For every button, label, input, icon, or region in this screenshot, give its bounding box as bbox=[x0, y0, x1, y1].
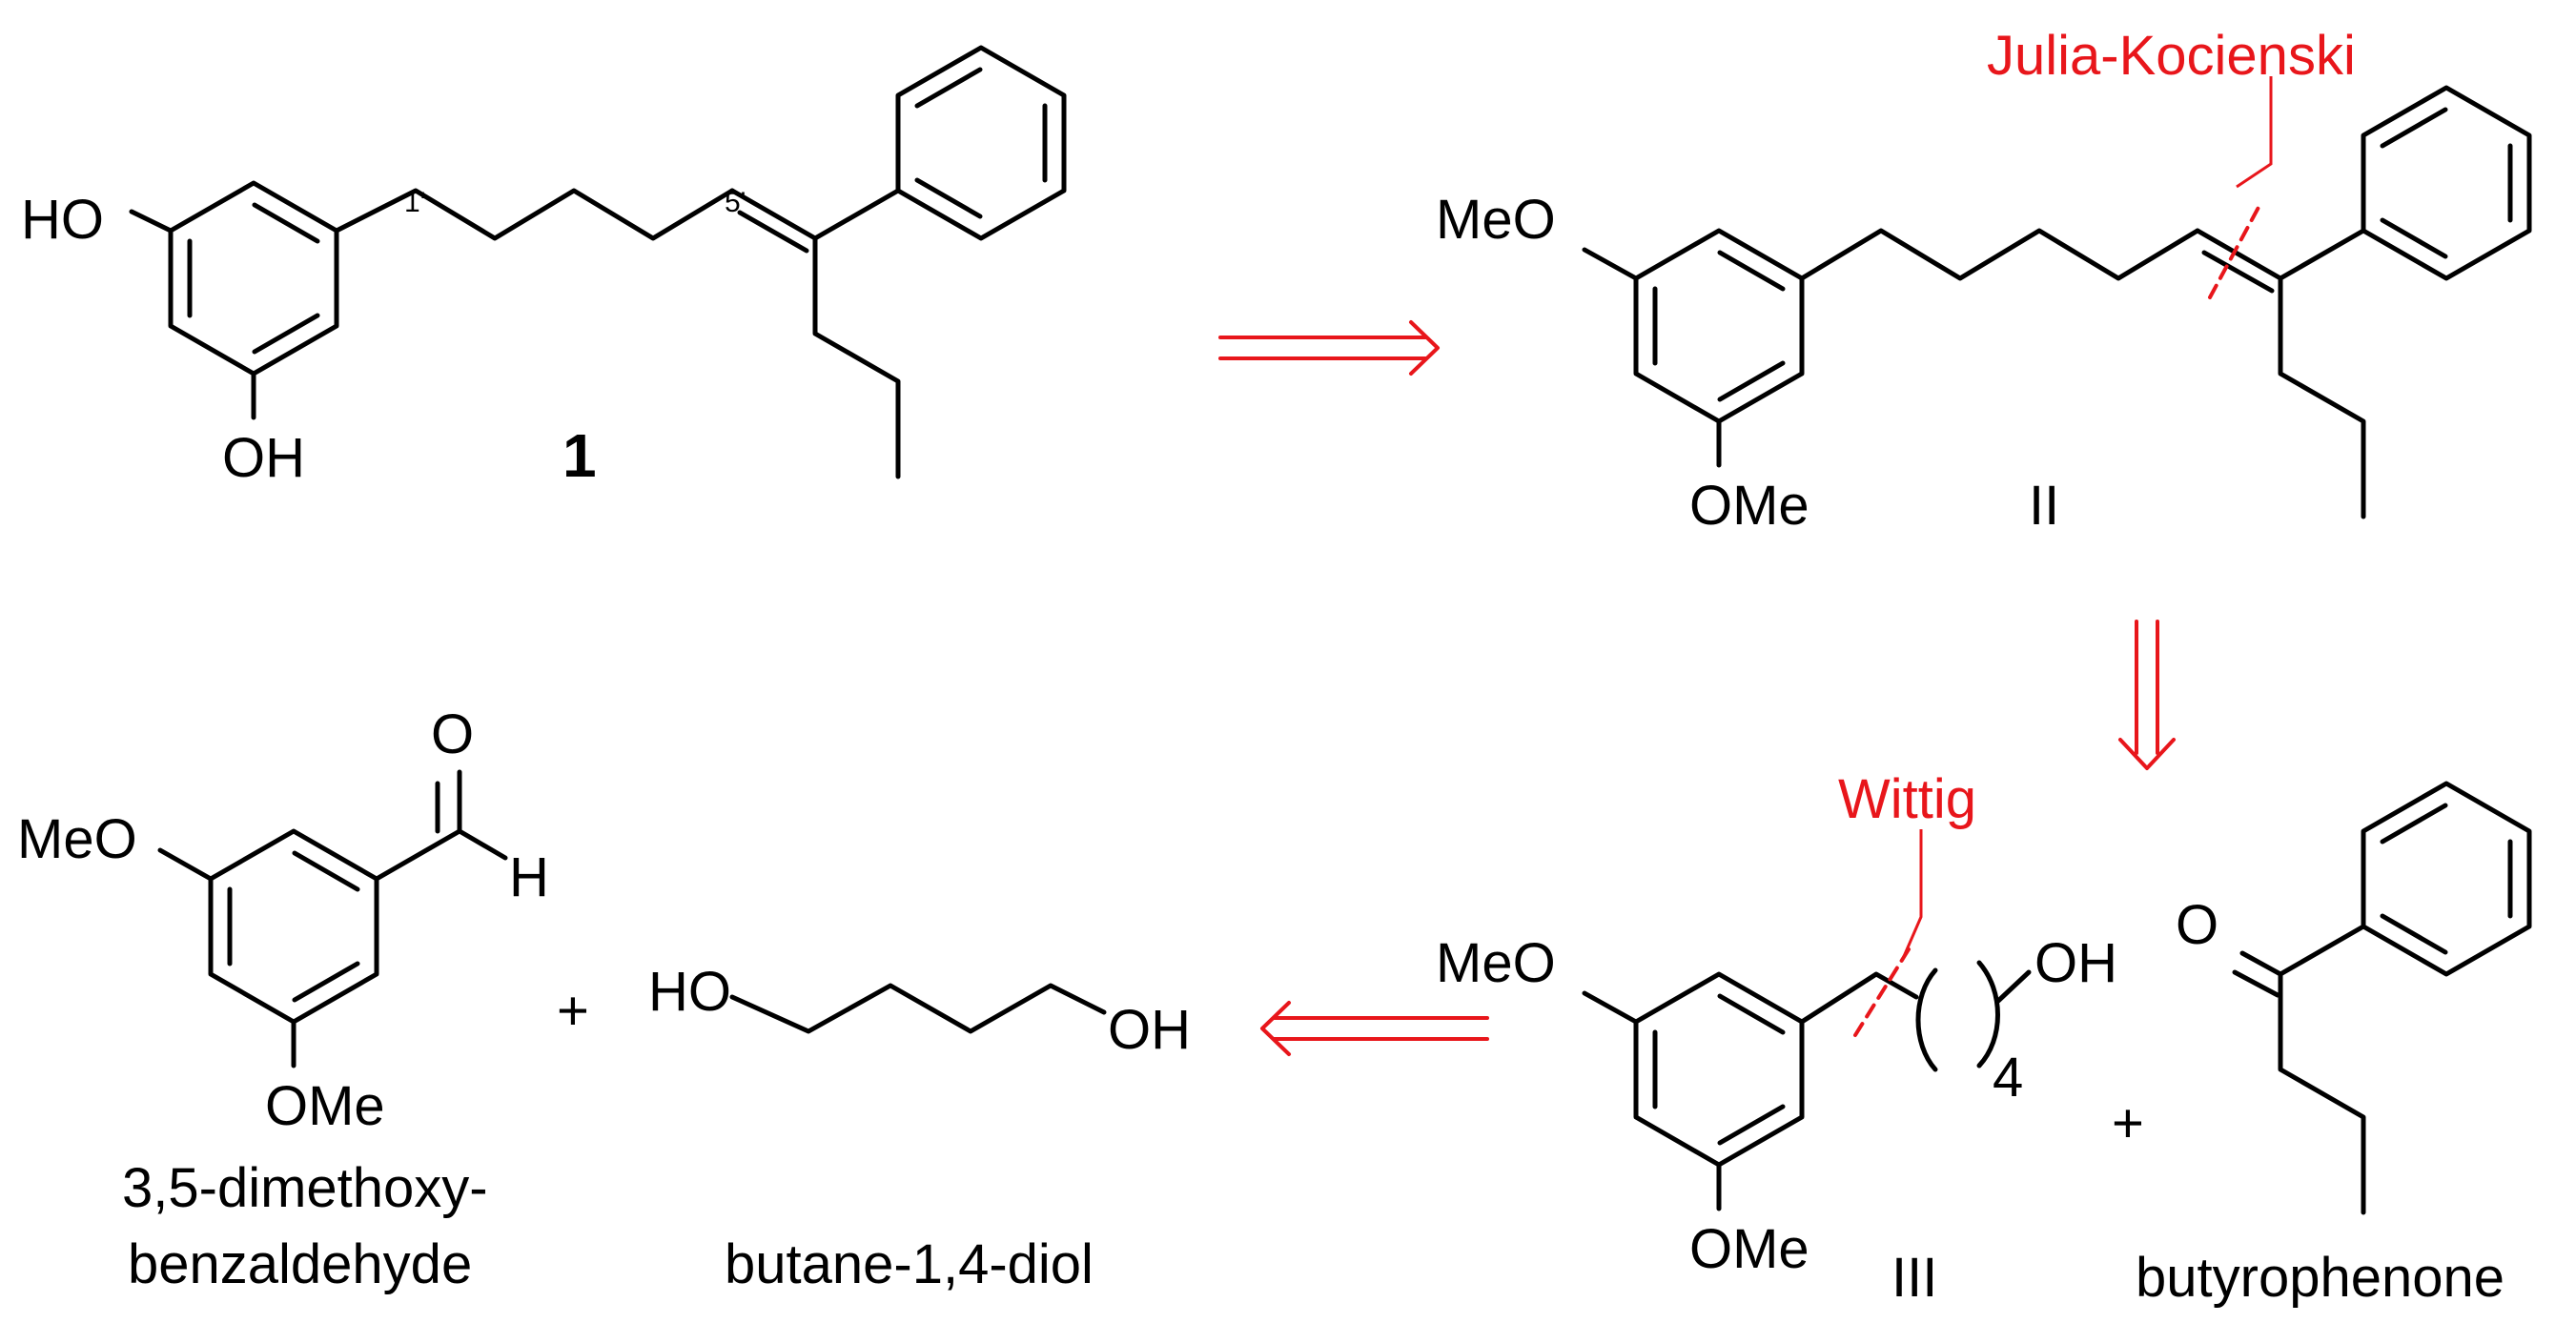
butyrophenone-name: butyrophenone bbox=[2136, 1247, 2504, 1309]
intermediate-ii bbox=[1582, 85, 2532, 519]
compound-1-ring-inner-bonds bbox=[187, 202, 320, 355]
wittig-label: Wittig bbox=[1838, 768, 1976, 830]
iii-substituent-bonds bbox=[1582, 990, 1722, 1211]
ii-ome-label: OMe bbox=[1689, 475, 1809, 537]
retro-arrow-left bbox=[1260, 1001, 1489, 1056]
aldehyde-carbonyl bbox=[435, 769, 462, 834]
aldehyde-hydrogen: H bbox=[509, 846, 549, 908]
diol-chain bbox=[729, 983, 1107, 1034]
aldehyde-meo-label: MeO bbox=[17, 808, 137, 870]
diol-oh-label: OH bbox=[1108, 999, 1191, 1061]
compound-1-phenyl-ring bbox=[895, 45, 1067, 241]
compound-1-alkyl-chain bbox=[334, 188, 735, 241]
compound-1-locant-5prime: 5' bbox=[725, 187, 746, 218]
aldehyde-name-line1: 3,5-dimethoxy- bbox=[122, 1157, 488, 1219]
compound-1-number: 1 bbox=[562, 421, 597, 490]
retro-arrow-right bbox=[1218, 320, 1440, 376]
aldehyde-substituent-bonds bbox=[157, 847, 296, 1069]
compound-1-alkene-bond bbox=[729, 188, 818, 254]
intermediate-iii bbox=[1582, 960, 2032, 1211]
iii-repeat-count: 4 bbox=[1993, 1047, 2023, 1109]
ii-ring-inner-bonds bbox=[1652, 250, 1786, 402]
ii-substituent-bonds bbox=[1582, 247, 1722, 468]
iii-meo-label: MeO bbox=[1436, 932, 1556, 994]
aldehyde bbox=[157, 769, 508, 1069]
compound-1-propyl-chain bbox=[812, 235, 901, 479]
iii-chain-end-bond bbox=[1995, 969, 2032, 1004]
aldehyde-oxygen: O bbox=[431, 703, 474, 765]
compound-1-phenyl-link bbox=[812, 188, 901, 241]
compound-1-phenyl-inner-bonds bbox=[914, 67, 1048, 219]
iii-chain-bond bbox=[1799, 971, 1919, 1025]
butyrophenone-phenyl-inner-bonds bbox=[2380, 803, 2513, 955]
ii-alkyl-chain bbox=[1799, 228, 2200, 281]
butyrophenone-carbonyl bbox=[2232, 950, 2283, 998]
butyrophenone bbox=[2232, 781, 2532, 1215]
aldehyde-name-line2: benzaldehyde bbox=[128, 1233, 472, 1295]
compound-1-oh-label: OH bbox=[222, 427, 305, 489]
ii-phenyl-link bbox=[2278, 228, 2366, 281]
iii-repeat-parenthesis-left bbox=[1915, 967, 1938, 1072]
wittig-leader-line bbox=[1900, 829, 1923, 962]
plus-sign-left: + bbox=[557, 980, 589, 1042]
butyrophenone-oxygen: O bbox=[2176, 894, 2218, 956]
diol bbox=[729, 983, 1107, 1034]
julia-kocienski-disconnection-mark bbox=[2208, 200, 2263, 299]
butyrophenone-chain bbox=[2278, 971, 2366, 1215]
aldehyde-ring bbox=[208, 828, 379, 1025]
iii-aryl-ring bbox=[1633, 971, 1805, 1168]
butyrophenone-phenyl-ring bbox=[2361, 781, 2532, 977]
aldehyde-ome-label: OMe bbox=[265, 1075, 385, 1137]
aldehyde-ring-inner-bonds bbox=[227, 850, 360, 1003]
ii-aryl-ring bbox=[1633, 228, 1805, 424]
ii-propyl-chain bbox=[2278, 275, 2366, 519]
compound-1-ho-label: HO bbox=[21, 189, 104, 251]
ii-meo-label: MeO bbox=[1436, 189, 1556, 251]
julia-kocienski-leader-line bbox=[2236, 76, 2273, 189]
compound-1-locant-1prime: 1' bbox=[404, 187, 425, 218]
ii-phenyl-inner-bonds bbox=[2380, 107, 2513, 259]
iii-number: III bbox=[1891, 1247, 1937, 1309]
plus-sign-right: + bbox=[2112, 1092, 2144, 1154]
ii-phenyl-ring bbox=[2361, 85, 2532, 281]
julia-kocienski-label: Julia-Kocienski bbox=[1987, 25, 2356, 87]
iii-repeat-parenthesis-right bbox=[1976, 960, 2000, 1069]
butyrophenone-phenyl-link bbox=[2278, 924, 2366, 977]
iii-ring-inner-bonds bbox=[1652, 993, 1786, 1146]
iii-ome-label: OMe bbox=[1689, 1218, 1809, 1280]
ii-number: II bbox=[2029, 475, 2059, 537]
retro-arrow-down bbox=[2118, 620, 2176, 770]
aldehyde-formyl-bond bbox=[374, 828, 508, 882]
wittig-disconnection-mark bbox=[1853, 947, 1911, 1037]
compound-1 bbox=[129, 45, 1067, 479]
compound-1-resorcinol-ring bbox=[168, 180, 339, 377]
ii-alkene-bond bbox=[2195, 228, 2283, 294]
diol-name: butane-1,4-diol bbox=[725, 1233, 1094, 1295]
compound-1-substituent-bonds bbox=[129, 209, 256, 420]
iii-oh-label: OH bbox=[2034, 932, 2117, 994]
diol-ho-label: HO bbox=[648, 961, 731, 1023]
